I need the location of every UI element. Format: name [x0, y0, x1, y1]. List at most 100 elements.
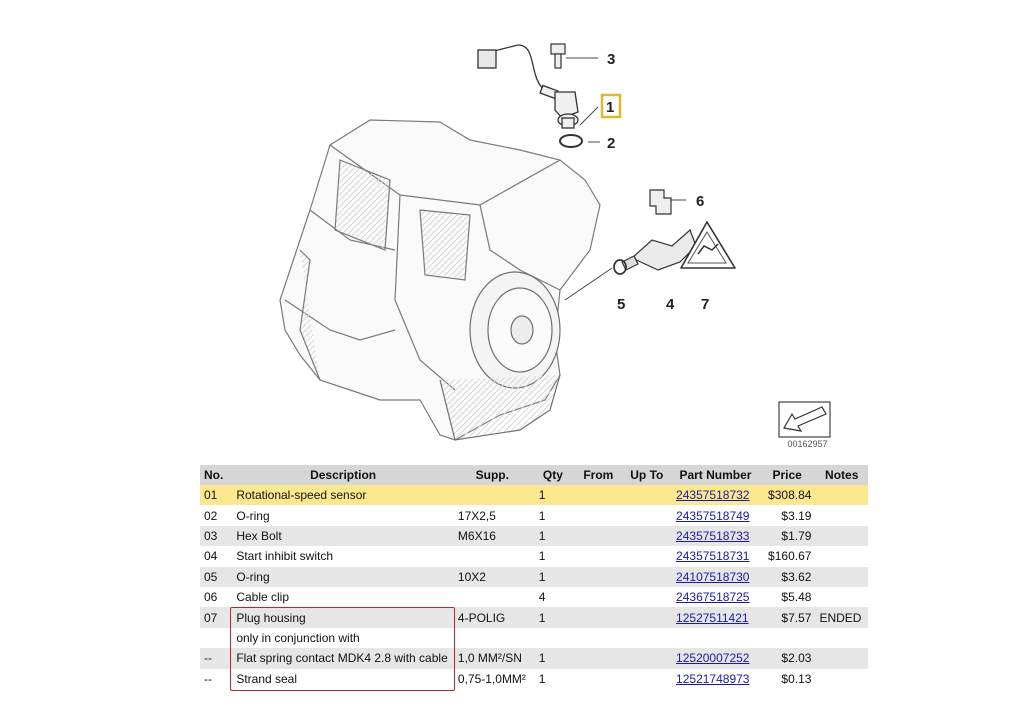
o-ring-drawing — [559, 134, 583, 148]
cell-up-to — [621, 566, 673, 587]
cell-up-to — [621, 648, 673, 669]
cell-up-to — [621, 607, 673, 628]
part-number-link[interactable]: 24107518730 — [672, 566, 759, 587]
cell-qty: 4 — [538, 590, 546, 605]
parts-table: No. Description Supp. Qty From Up To Par… — [200, 465, 868, 689]
cell-up-to — [622, 505, 672, 525]
cell-from — [575, 485, 622, 506]
cable-clip-drawing — [649, 189, 672, 215]
hex-bolt-drawing — [550, 43, 566, 69]
o-ring-small-drawing — [613, 259, 627, 275]
cell-description: O-ring — [232, 566, 454, 587]
cell-supp: 17X2,5 — [457, 508, 496, 523]
callout-4: 4 — [666, 296, 675, 313]
cell-price: $1.79 — [758, 525, 816, 547]
cell-supp — [454, 628, 531, 648]
header-from: From — [575, 465, 622, 485]
cell-no: 04 — [204, 549, 218, 564]
cell-notes — [815, 669, 868, 689]
part-number-link[interactable]: 24357518731 — [676, 549, 750, 564]
cell-supp — [454, 587, 531, 607]
cell-up-to — [621, 485, 673, 506]
cell-no: 06 — [204, 590, 218, 605]
cell-no: 05 — [200, 566, 233, 587]
part-number-link[interactable]: 12527511421 — [672, 607, 759, 628]
cell-notes — [815, 505, 868, 525]
cell-up-to — [622, 628, 672, 648]
warning-label-drawing — [680, 221, 736, 269]
header-up-to: Up To — [621, 465, 673, 485]
table-row[interactable]: -- Strand seal 0,75-1,0MM² 1 12521748973… — [200, 669, 868, 689]
table-row[interactable]: 04 Start inhibit switch 1 24357518731 $1… — [200, 546, 868, 566]
cell-up-to — [621, 525, 673, 547]
cell-description: Cable clip — [236, 590, 290, 605]
cell-notes — [815, 566, 868, 587]
cell-supp: 0,75-1,0MM² — [457, 671, 526, 686]
cell-from — [575, 546, 621, 566]
cell-from — [575, 525, 622, 547]
table-row[interactable]: 03 Hex Bolt M6X16 1 24357518733 $1.79 — [200, 525, 868, 547]
callout-3: 3 — [607, 51, 615, 68]
callout-1: 1 — [606, 99, 614, 116]
direction-arrow-icon — [778, 401, 831, 438]
cell-description: Start inhibit switch — [236, 549, 334, 564]
cell-from — [575, 648, 622, 669]
cell-price: $7.57 — [758, 607, 816, 628]
cell-no: -- — [204, 671, 212, 686]
part-number-link[interactable]: 24357518749 — [676, 508, 750, 523]
part-number-link[interactable]: 24367518725 — [676, 590, 750, 605]
header-qty: Qty — [530, 465, 576, 485]
part-number-link[interactable]: 24357518733 — [672, 525, 759, 547]
cell-description: only in conjunction with — [236, 630, 360, 645]
cell-from — [575, 607, 622, 628]
transmission-illustration: 1 2 3 4 5 6 7 — [279, 43, 831, 441]
header-part-number: Part Number — [672, 465, 759, 485]
cell-no: 02 — [204, 508, 218, 523]
diagram-code: 00162957 — [787, 439, 828, 449]
cell-supp — [453, 485, 531, 506]
cell-notes — [815, 485, 868, 506]
cell-qty: 1 — [530, 648, 576, 669]
parts-diagram: 1 2 3 4 5 6 7 00162957 — [279, 43, 831, 449]
cell-description: Plug housing — [232, 607, 454, 628]
part-number-link[interactable]: 12520007252 — [672, 648, 759, 669]
header-supp: Supp. — [453, 465, 531, 485]
cell-from — [575, 628, 621, 648]
cell-notes — [815, 628, 868, 648]
cell-description: Flat spring contact MDK4 2.8 with cable — [232, 648, 454, 669]
table-row[interactable]: 07 Plug housing 4-POLIG 1 12527511421 $7… — [200, 607, 868, 628]
part-number-link[interactable]: 12521748973 — [676, 671, 750, 686]
cell-supp: 4-POLIG — [453, 607, 531, 628]
table-row[interactable]: 01 Rotational-speed sensor 1 24357518732… — [200, 485, 868, 506]
cell-supp: M6X16 — [453, 525, 531, 547]
converter-cover — [439, 271, 561, 441]
cell-no: 07 — [200, 607, 233, 628]
table-row[interactable]: -- Flat spring contact MDK4 2.8 with cab… — [200, 648, 868, 669]
part-number-link[interactable]: 24357518732 — [672, 485, 759, 506]
callout-7: 7 — [701, 296, 709, 313]
cell-notes: ENDED — [815, 607, 868, 628]
table-row[interactable]: 05 O-ring 10X2 1 24107518730 $3.62 — [200, 566, 868, 587]
cell-up-to — [622, 669, 672, 689]
callout-6: 6 — [696, 193, 704, 210]
cell-qty: 1 — [538, 508, 546, 523]
cell-qty: 1 — [530, 607, 576, 628]
cell-qty: 1 — [538, 549, 546, 564]
cell-notes — [815, 587, 868, 607]
cell-no: 03 — [200, 525, 233, 547]
cell-supp — [454, 546, 531, 566]
callout-2: 2 — [607, 135, 615, 152]
cell-no — [200, 628, 232, 648]
cell-qty: 1 — [530, 566, 576, 587]
cell-from — [575, 566, 622, 587]
cell-description: O-ring — [236, 508, 270, 523]
header-no: No. — [200, 465, 233, 485]
header-description: Description — [232, 465, 454, 485]
cell-qty: 1 — [538, 671, 546, 686]
cell-price: $3.19 — [781, 508, 812, 523]
header-price: Price — [758, 465, 816, 485]
table-row[interactable]: 02 O-ring 17X2,5 1 24357518749 $3.19 — [200, 505, 868, 525]
cell-description: Rotational-speed sensor — [232, 485, 454, 506]
table-row[interactable]: 06 Cable clip 4 24367518725 $5.48 — [200, 587, 868, 607]
cell-no: 01 — [200, 485, 233, 506]
